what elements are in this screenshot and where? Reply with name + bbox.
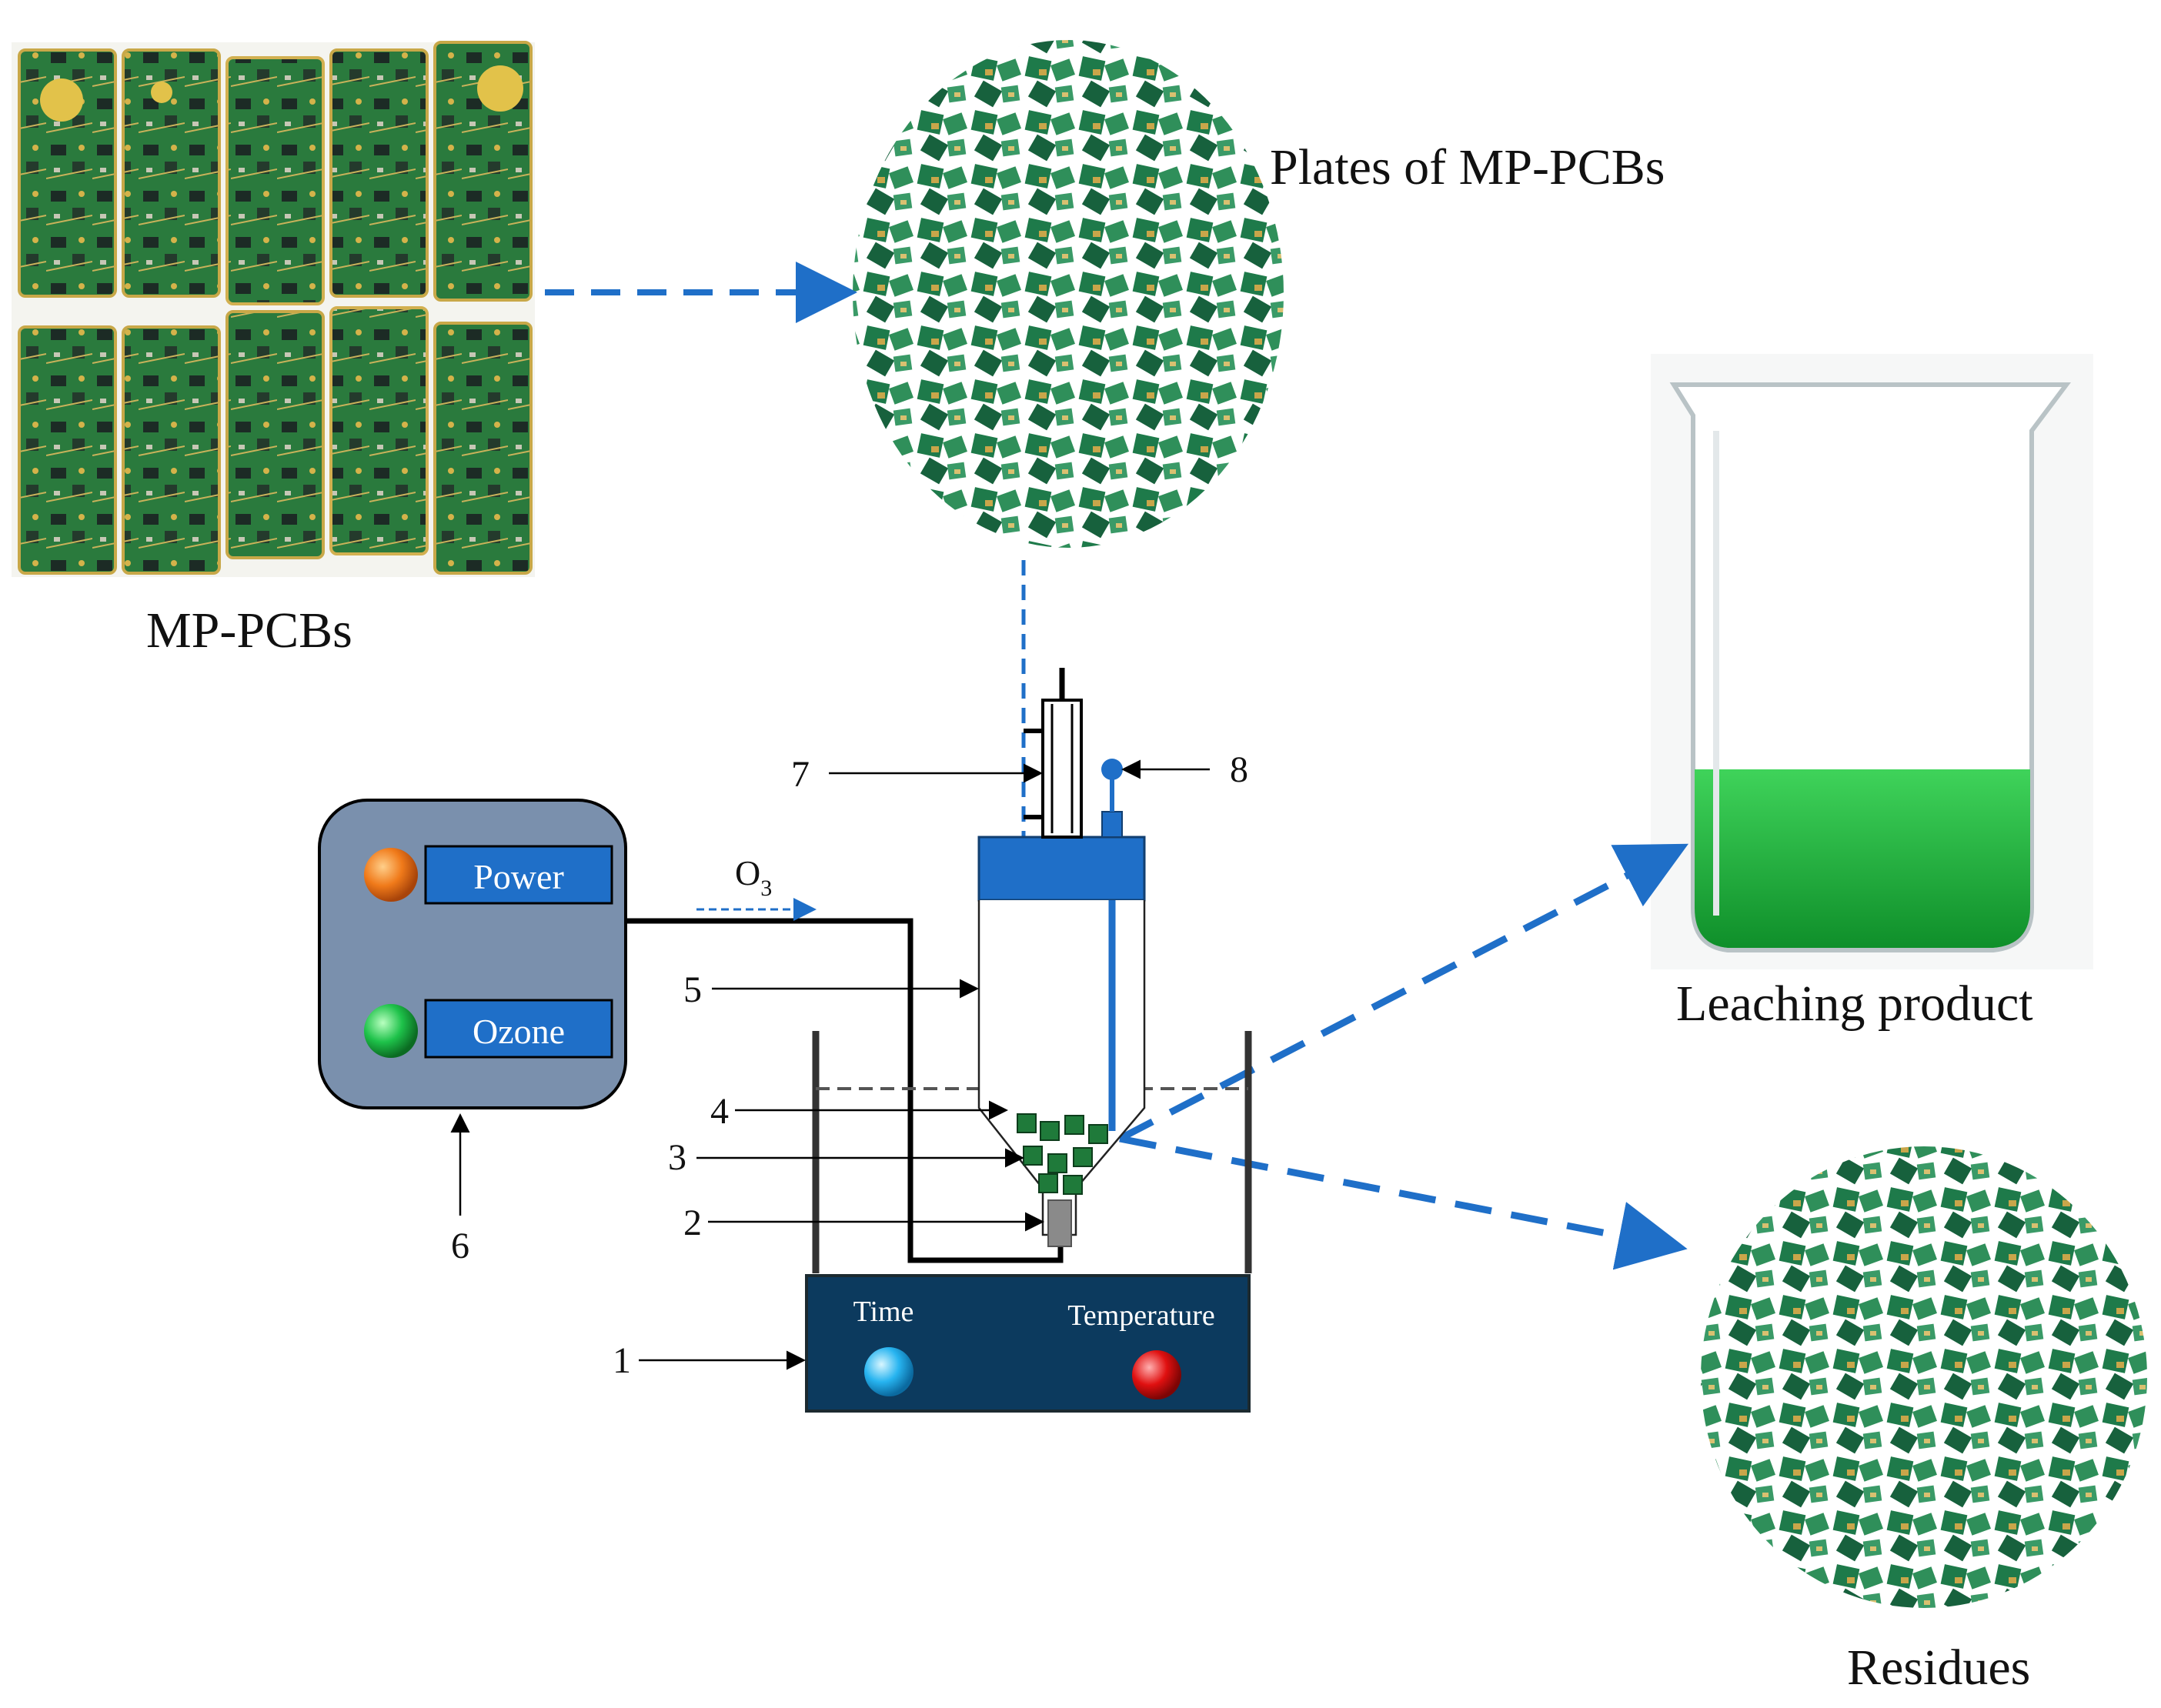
- callout-3: 3: [668, 1137, 686, 1178]
- arrow-to-leaching-product: [1117, 843, 1688, 1142]
- ozone-indicator-icon: [364, 1004, 418, 1058]
- arrow-to-residues: [1119, 1135, 1688, 1270]
- mp-pcbs-photo: [12, 41, 535, 577]
- reactor: [977, 668, 1146, 1247]
- power-button[interactable]: [424, 845, 613, 905]
- residues-caption: Residues: [1847, 1640, 2031, 1696]
- ozone-button[interactable]: [424, 999, 613, 1059]
- thermometer-bulb-icon: [1101, 759, 1123, 780]
- time-knob-icon[interactable]: [864, 1347, 913, 1396]
- mp-pcbs-caption: MP-PCBs: [146, 602, 352, 659]
- ozone-generator: Power Ozone: [318, 799, 627, 1109]
- reactor-vessel: [977, 900, 1146, 1236]
- plates-photo: [843, 31, 1293, 558]
- power-label: Power: [473, 857, 564, 896]
- temperature-label: Temperature: [1067, 1299, 1214, 1332]
- ozone-pipe: [626, 918, 1064, 1263]
- callout-7: 7: [791, 754, 810, 795]
- ozone-formula: O3: [735, 853, 772, 901]
- gas-diffuser: [1047, 1199, 1072, 1247]
- callout-1: 1: [613, 1340, 631, 1381]
- callout-6: 6: [451, 1226, 469, 1266]
- reactor-lid: [977, 836, 1146, 902]
- plates-caption: Plates of MP-PCBs: [1270, 139, 1665, 195]
- callout-8: 8: [1230, 749, 1248, 790]
- power-indicator-icon: [364, 848, 418, 902]
- pcb-samples: [1017, 1113, 1108, 1195]
- green-solution: [1695, 769, 2030, 948]
- leaching-product-caption: Leaching product: [1676, 976, 2033, 1032]
- temperature-knob-icon[interactable]: [1132, 1350, 1181, 1399]
- condenser: [1041, 699, 1083, 839]
- callout-4: 4: [710, 1091, 729, 1132]
- ozone-label: Ozone: [473, 1012, 565, 1051]
- leaching-product-photo: [1651, 354, 2093, 969]
- residues-photo: [1682, 1123, 2151, 1623]
- callout-leaders: [450, 759, 1210, 1370]
- callout-5: 5: [683, 969, 702, 1010]
- callout-2: 2: [683, 1203, 702, 1243]
- time-label: Time: [853, 1296, 914, 1328]
